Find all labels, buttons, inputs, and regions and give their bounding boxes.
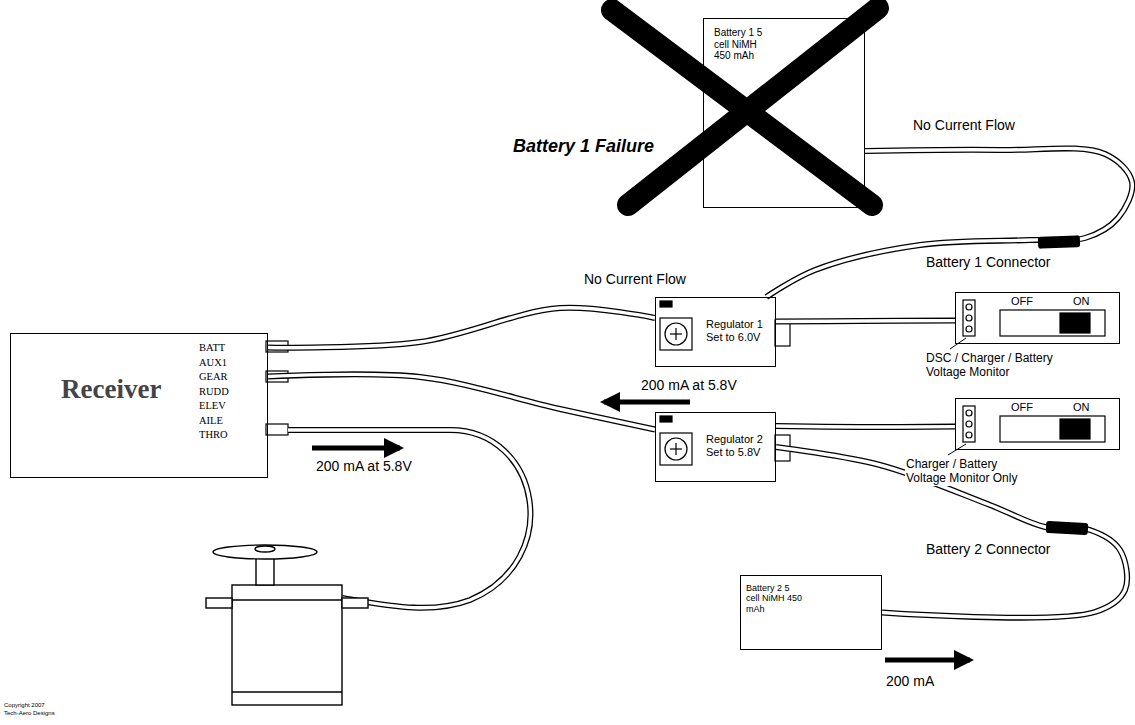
wire-outline xyxy=(766,148,1132,297)
failure-title: Battery 1 Failure xyxy=(512,136,655,158)
switch-box: OFF ON xyxy=(955,292,1120,344)
port-label: Charger / Battery Voltage Monitor Only xyxy=(905,457,1032,486)
wire-outline xyxy=(776,447,1127,618)
pin-name: THRO xyxy=(199,429,228,441)
connector-plug xyxy=(1038,235,1088,535)
copyright-note: Tech-Aero Designs xyxy=(3,710,56,717)
node-title: Regulator 1 Set to 6.0V xyxy=(706,318,772,343)
failure-cross xyxy=(612,8,878,205)
switch-box: OFF ON xyxy=(955,398,1120,450)
servo xyxy=(206,545,368,705)
battery-pack: Battery 2 5 cell NiMH 450 mAh xyxy=(740,575,882,650)
connector-label: Battery 2 Connector xyxy=(925,541,1052,558)
current-arrow xyxy=(312,402,970,660)
pin-name: RUDD xyxy=(199,386,229,398)
wire-core xyxy=(776,447,1127,618)
copyright-note: Copyright 2007 xyxy=(3,702,46,709)
wires xyxy=(268,148,1132,617)
wire-harness xyxy=(766,148,1132,297)
wire-harness xyxy=(776,426,955,427)
current-note: No Current Flow xyxy=(583,271,687,288)
wire-outline xyxy=(268,308,655,348)
wire-harness xyxy=(268,308,655,348)
wire-core xyxy=(268,308,655,348)
node-title: OFF xyxy=(1011,401,1033,414)
wire-core xyxy=(268,374,655,429)
pin-name: AILE xyxy=(199,415,223,427)
wire-outline xyxy=(776,426,955,427)
receiver-box: Receiver BATT AUX1GEAR RUDD ELEV AILE THRO xyxy=(10,333,268,478)
node-title: Receiver xyxy=(61,374,161,405)
node-title: Battery 1 5 cell NiMH 450 mAh xyxy=(714,27,776,62)
wire-core xyxy=(776,319,955,323)
wire-harness xyxy=(776,447,1127,618)
wire-outline xyxy=(776,318,955,325)
pin-name: BATT xyxy=(199,342,225,354)
wire-core xyxy=(766,148,1132,297)
node-title: OFF xyxy=(1011,295,1033,308)
battery-pack: Battery 1 5 cell NiMH 450 mAh xyxy=(703,18,865,208)
wire-harness xyxy=(268,374,655,429)
wire-core xyxy=(776,426,955,427)
connector-label: Battery 1 Connector xyxy=(925,254,1052,271)
node-title: Regulator 2 Set to 5.8V xyxy=(706,433,772,458)
pin-name: GEAR xyxy=(199,371,228,383)
port-label: DSC / Charger / Battery Voltage Monitor xyxy=(925,351,1059,380)
regulator-box: Regulator 2 Set to 5.8V xyxy=(655,412,776,482)
pin-name: ON xyxy=(1073,295,1090,308)
pin-name: AUX1 xyxy=(199,357,227,369)
current-label: 200 mA at 5.8V xyxy=(315,458,413,475)
pin-name: ELEV xyxy=(199,400,226,412)
pin-name: ON xyxy=(1073,401,1090,414)
servo-wire xyxy=(288,430,530,608)
wire-harness xyxy=(776,320,955,322)
regulator-box: Regulator 1 Set to 6.0V xyxy=(655,297,776,367)
current-label: 200 mA at 5.8V xyxy=(640,377,738,394)
current-note: No Current Flow xyxy=(912,117,1016,134)
node-title: Battery 2 5 cell NiMH 450 mAh xyxy=(746,583,804,614)
current-label: 200 mA xyxy=(885,673,935,690)
receiver-plugs xyxy=(266,341,288,435)
wire-outline xyxy=(268,374,655,429)
